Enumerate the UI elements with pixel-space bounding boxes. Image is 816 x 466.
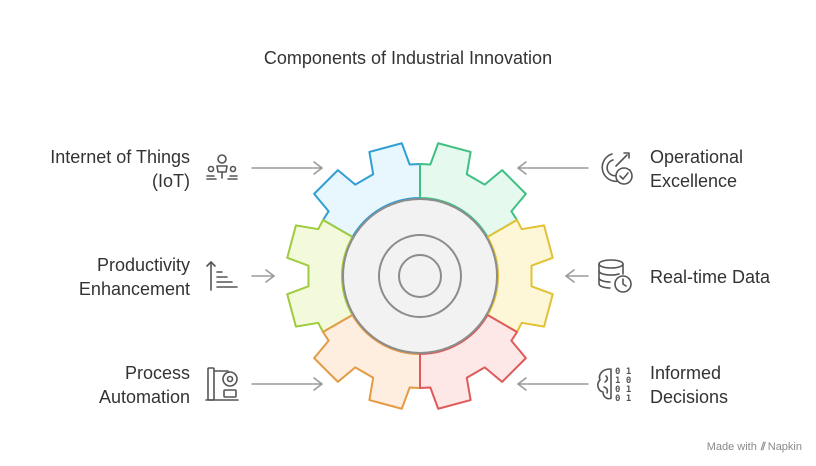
- napkin-logo-icon: ⫽: [760, 441, 766, 453]
- arrow-operational: [517, 161, 589, 175]
- hub-inner-ring: [398, 254, 442, 298]
- made-with-credit[interactable]: Made with⫽Napkin: [706, 441, 802, 453]
- label-operational-excellence: Operational Excellence: [650, 147, 744, 191]
- robot-arm-icon: [205, 367, 239, 401]
- svg-text:0 1: 0 1: [615, 367, 631, 377]
- label-informed-decisions: Informed Decisions: [650, 363, 729, 407]
- binary-digits: 0 1 1 0 0 1 0 1: [615, 367, 631, 404]
- diagram-title: Components of Industrial Innovation: [263, 48, 553, 68]
- gear-hub: [342, 198, 498, 354]
- productivity-bars-icon: [206, 261, 238, 291]
- label-real-time-data: Real-time Data: [650, 267, 771, 287]
- iot-network-icon: [206, 154, 238, 180]
- arrow-productivity: [251, 269, 275, 283]
- arrow-realtime: [565, 269, 589, 283]
- database-clock-icon: [598, 259, 632, 293]
- brain-binary-icon: [597, 368, 612, 400]
- svg-text:1 0: 1 0: [615, 376, 631, 386]
- svg-text:0 1: 0 1: [615, 385, 631, 395]
- label-process-automation: Process Automation: [98, 363, 190, 407]
- label-productivity-enhancement: Productivity Enhancement: [78, 255, 190, 299]
- svg-text:0 1: 0 1: [615, 394, 631, 404]
- arrow-iot: [251, 161, 323, 175]
- arrow-process: [251, 377, 323, 391]
- target-check-icon: [601, 152, 633, 185]
- label-internet-of-things: Internet of Things (IoT): [50, 147, 190, 191]
- arrow-informed: [517, 377, 589, 391]
